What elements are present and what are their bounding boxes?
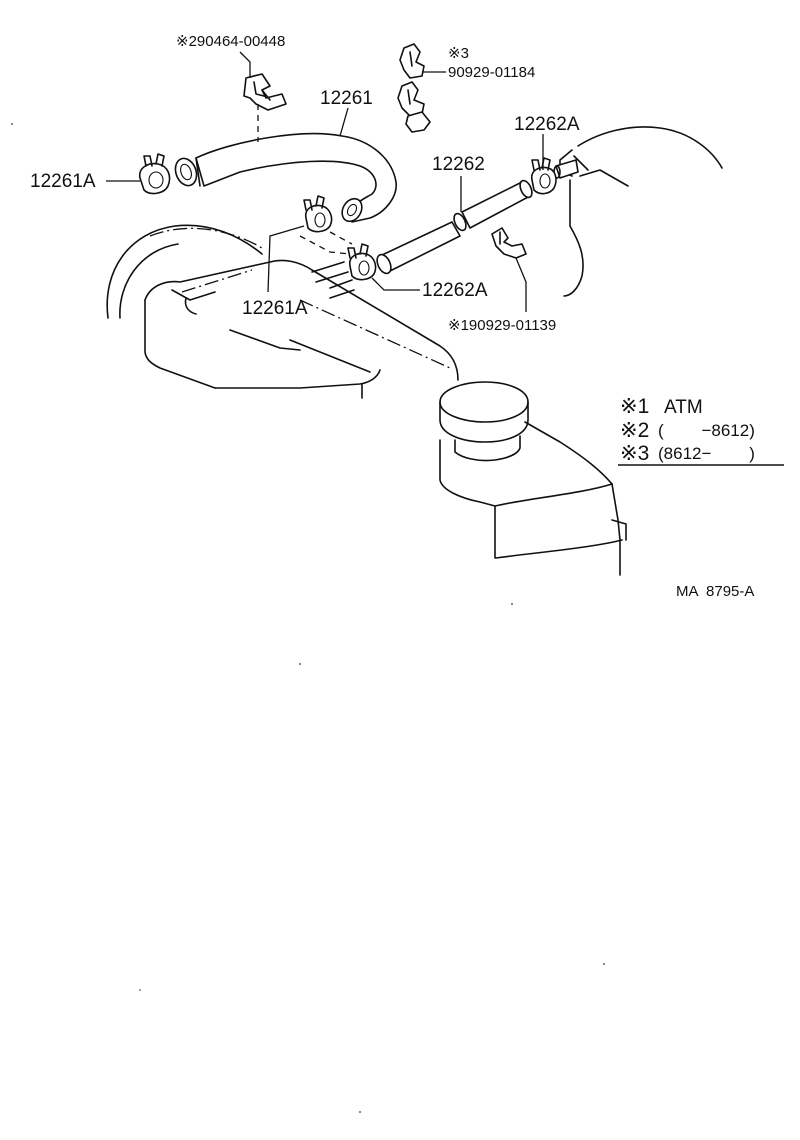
label-12261A-left: 12261A (30, 171, 96, 192)
hose-12261 (174, 132, 397, 223)
label-note-3: ※3 (448, 45, 469, 62)
engine-block-outline (106, 224, 627, 576)
outlet-nipple (553, 159, 579, 179)
clamp-12262A-bottom (347, 243, 377, 281)
guide-lines (257, 104, 353, 255)
label-290464: ※290464-00448 (176, 33, 285, 50)
label-12261: 12261 (320, 88, 373, 109)
label-12262A-top: 12262A (514, 114, 580, 135)
label-12261A-bottom: 12261A (242, 298, 308, 319)
clamp-12262A-top (530, 157, 557, 195)
clamp-12261A-left (138, 153, 171, 195)
heater-hose-outline (559, 126, 723, 297)
figure-code: MA 8795-A (676, 583, 754, 600)
label-190929: ※190929-01139 (448, 317, 556, 334)
legend-text-2: ( −8612) (658, 421, 755, 440)
label-12262: 12262 (432, 154, 485, 175)
pipe-12262 (376, 179, 533, 275)
legend-text-1: ATM (664, 397, 703, 418)
scan-specks (11, 123, 605, 1113)
label-90929: 90929-01184 (448, 64, 535, 81)
label-12262A-bottom: 12262A (422, 280, 488, 301)
legend-text-3: (8612− ) (658, 444, 755, 463)
legend-mark-1: ※1 (620, 395, 649, 418)
clip-190929-01139 (491, 227, 527, 259)
clamp-12261A-bottom (303, 195, 333, 233)
radiator-cap (439, 381, 529, 462)
leader-lines (106, 51, 544, 312)
clip-290464 (243, 73, 287, 111)
legend-mark-3: ※3 (620, 442, 649, 465)
legend: ※1 ATM ※2 ( −8612) ※3 (8612− ) (618, 395, 784, 466)
clip-90929-01184 (397, 43, 431, 133)
engine-inlet-pipes (311, 261, 355, 299)
legend-mark-2: ※2 (620, 419, 649, 442)
